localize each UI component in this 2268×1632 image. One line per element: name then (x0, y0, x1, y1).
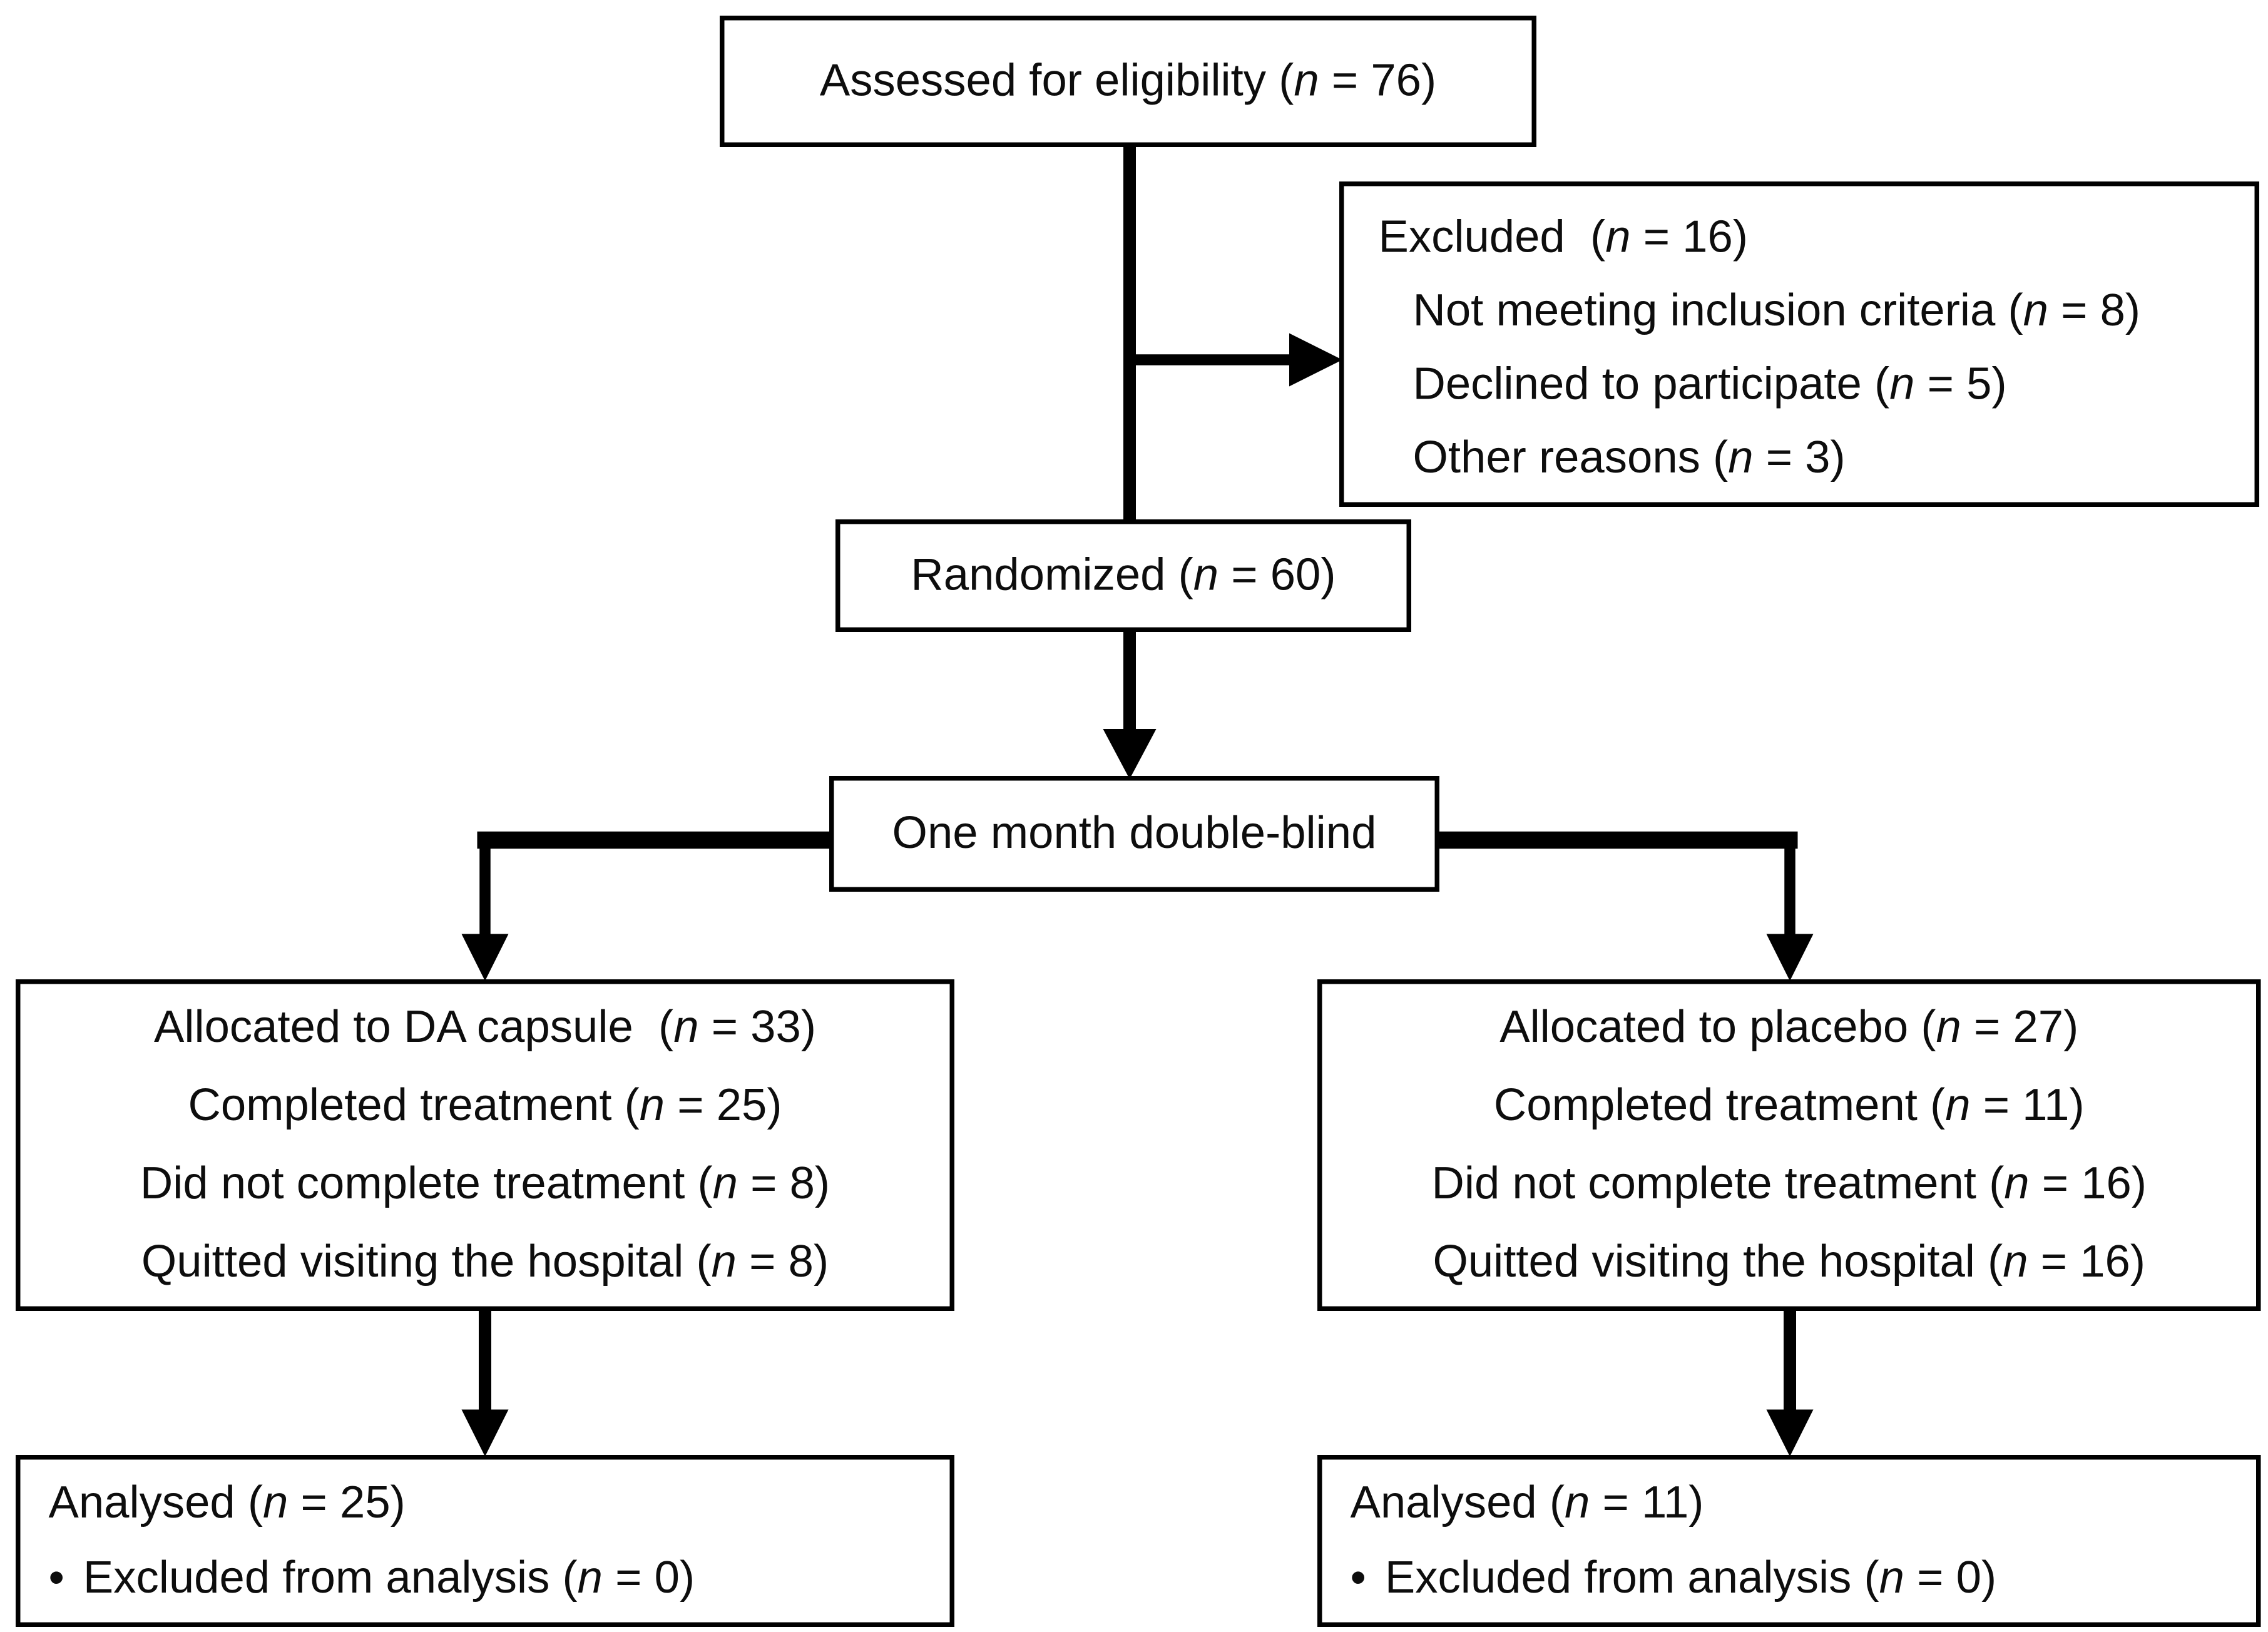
analysed-right-excluded-text: Excluded from analysis (n = 0) (1384, 1553, 1997, 1604)
assessed-text: Assessed for eligibility (n = 76) (819, 55, 1437, 106)
randomized-text: Randomized (n = 60) (911, 549, 1336, 600)
arm-left-not-completed-text: Did not complete treatment (n = 8) (140, 1159, 830, 1210)
arrowhead-analysed-right (1766, 1409, 1814, 1457)
excluded-item-not-meeting-criteria: Not meeting inclusion criteria (n = 8) (1412, 286, 2141, 337)
excluded-item-declined: Declined to participate (n = 5) (1412, 360, 2007, 410)
analysed-right-title: Analysed (n = 11) (1350, 1478, 1704, 1529)
arrowhead-period (1103, 729, 1157, 779)
box-allocated-placebo: Allocated to placebo (n = 27) Completed … (1317, 979, 2261, 1311)
analysed-right-bullet-row: • Excluded from analysis (n = 0) (1351, 1541, 1997, 1616)
box-randomized: Randomized (n = 60) (835, 519, 1411, 632)
box-allocated-da-capsule: Allocated to DA capsule (n = 33) Complet… (16, 979, 954, 1311)
arm-right-quitted-text: Quitted visiting the hospital (n = 16) (1433, 1237, 2146, 1288)
box-analysed-da-capsule: Analysed (n = 25) • Excluded from analys… (16, 1455, 954, 1627)
bullet-icon: • (48, 1553, 64, 1604)
arm-right-not-completed-text: Did not complete treatment (n = 16) (1431, 1159, 2147, 1210)
arm-left-quitted-text: Quitted visiting the hospital (n = 8) (141, 1237, 829, 1288)
analysed-left-title: Analysed (n = 25) (48, 1478, 406, 1529)
box-excluded: Excluded (n = 16) Not meeting inclusion … (1339, 181, 2259, 507)
arm-right-completed-text: Completed treatment (n = 11) (1493, 1081, 2085, 1131)
arrowhead-excluded (1289, 333, 1342, 387)
excluded-item-other-reasons: Other reasons (n = 3) (1412, 433, 1846, 484)
arrowhead-arm-right (1766, 934, 1814, 981)
analysed-left-bullet-row: • Excluded from analysis (n = 0) (49, 1541, 695, 1616)
analysed-left-excluded-text: Excluded from analysis (n = 0) (83, 1553, 695, 1604)
bullet-icon: • (1350, 1553, 1366, 1604)
period-text: One month double-blind (892, 808, 1377, 859)
arm-left-completed-text: Completed treatment (n = 25) (188, 1081, 782, 1131)
box-one-month-double-blind: One month double-blind (829, 776, 1439, 892)
arrowhead-analysed-left (461, 1409, 509, 1457)
arm-right-allocated-text: Allocated to placebo (n = 27) (1499, 1002, 2079, 1053)
box-assessed-for-eligibility: Assessed for eligibility (n = 76) (720, 16, 1536, 147)
box-analysed-placebo: Analysed (n = 11) • Excluded from analys… (1317, 1455, 2261, 1627)
arm-left-allocated-text: Allocated to DA capsule (n = 33) (154, 1002, 816, 1053)
excluded-title: Excluded (n = 16) (1378, 213, 1748, 263)
arrowhead-arm-left (461, 934, 509, 981)
